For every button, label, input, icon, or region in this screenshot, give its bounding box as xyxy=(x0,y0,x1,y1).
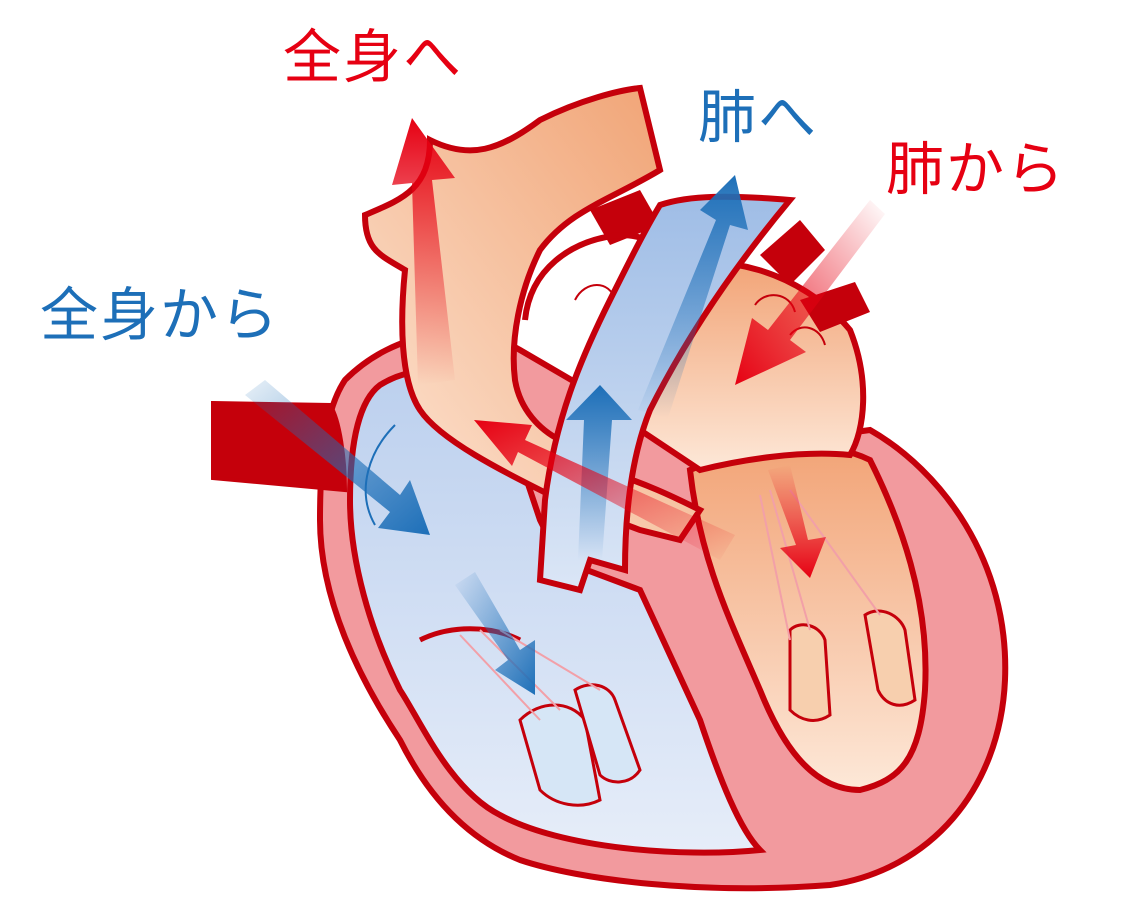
tricuspid-flow-arrow xyxy=(455,572,535,695)
vena-cava-inflow-arrow xyxy=(245,380,430,535)
mitral-flow-arrow xyxy=(768,465,826,578)
left-ventricle xyxy=(686,443,929,794)
label-to-body: 全身へ xyxy=(283,23,464,91)
pulmonary-vein-upper xyxy=(760,220,825,285)
pulmonary-outflow-arrow xyxy=(566,175,748,560)
aorta-outflow-arrow xyxy=(392,118,455,385)
right-atrium-valve-line xyxy=(364,424,396,526)
label-to-lungs: 肺へ xyxy=(698,83,819,151)
label-from-lungs: 肺から xyxy=(886,135,1067,203)
pulmonary-vein-inflow-arrow xyxy=(735,200,885,385)
ventricle-to-aorta-arrow xyxy=(474,420,735,560)
mitral-valve xyxy=(759,489,917,722)
label-from-body: 全身から xyxy=(40,281,281,349)
